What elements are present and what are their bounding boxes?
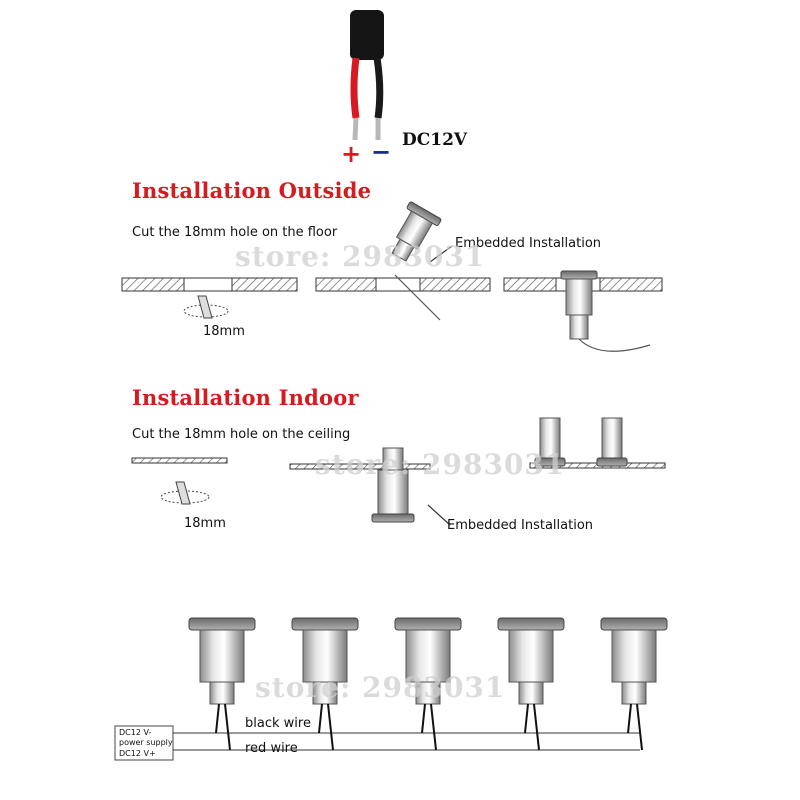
light-fixture: [188, 617, 256, 751]
outside-hole-size: 18mm: [203, 324, 245, 339]
light-fixture: [497, 617, 565, 751]
outside-instruction: Cut the 18mm hole on the floor: [132, 225, 338, 240]
black-wire-label: black wire: [245, 716, 311, 731]
indoor-embedded-label: Embedded Installation: [447, 518, 594, 533]
drill-hole: [183, 304, 229, 318]
watermark-3: store: 2983031: [255, 671, 506, 704]
red-wire-label: red wire: [245, 741, 298, 756]
indoor-ceiling-step2: [289, 447, 451, 526]
minus-sign: −: [371, 138, 392, 166]
light-fixture: [600, 617, 668, 751]
indoor-instruction: Cut the 18mm hole on the ceiling: [132, 427, 351, 442]
watermark-1: store: 2983031: [235, 240, 486, 273]
red-wire: [350, 57, 360, 119]
outside-embedded-label: Embedded Installation: [455, 236, 602, 251]
outside-floor-step3: [503, 270, 663, 352]
outside-floor-step1: [121, 277, 298, 319]
dc-cable: [350, 10, 384, 141]
indoor-ceiling-step3: [529, 417, 666, 469]
plus-sign: +: [341, 140, 362, 168]
light-row: [188, 617, 668, 751]
indoor-ceiling-step1: [131, 457, 228, 505]
tilted-light: [391, 201, 442, 262]
light-fixture: [394, 617, 462, 751]
supply-top-label: DC12 V-: [119, 728, 152, 737]
wiring-diagram: [114, 725, 640, 761]
indoor-hole-size: 18mm: [184, 516, 226, 531]
cable-sheath: [350, 10, 384, 60]
black-wire: [373, 57, 384, 119]
indoor-title: Installation Indoor: [132, 385, 359, 410]
voltage-label: DC12V: [402, 130, 468, 150]
light-fixture: [291, 617, 359, 751]
outside-floor-step2: [315, 201, 491, 321]
red-wire-tip: [352, 117, 359, 141]
watermark-2: store: 2983031: [315, 448, 566, 481]
supply-mid-label: power supply: [119, 738, 173, 747]
supply-bottom-label: DC12 V+: [119, 749, 156, 758]
outside-title: Installation Outside: [132, 178, 372, 203]
drill-bit: [197, 295, 213, 319]
